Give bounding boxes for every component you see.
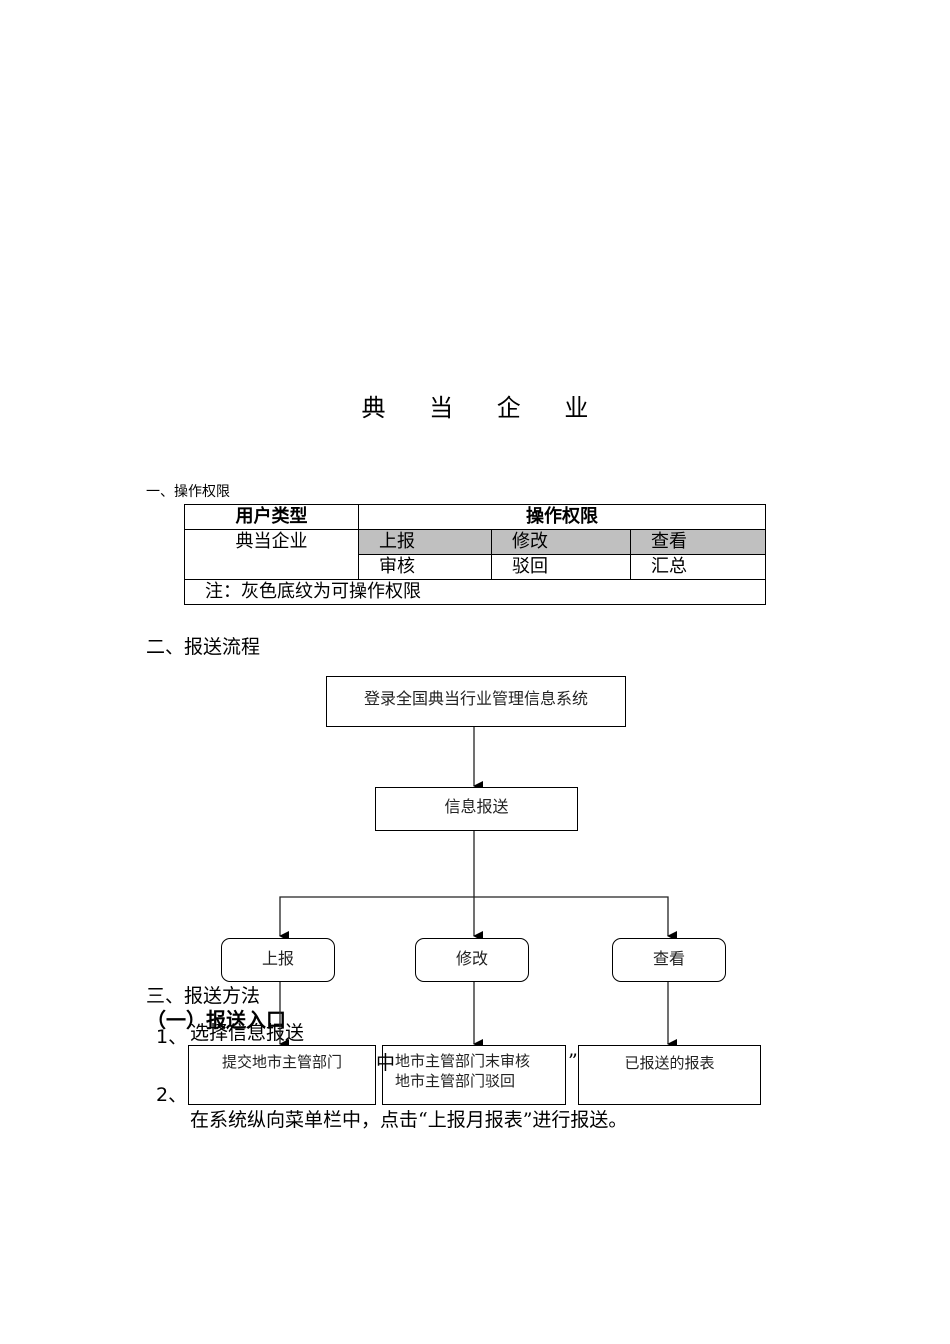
permission-cell: 查看 — [630, 529, 766, 555]
item-2-text: 在系统纵向菜单栏中，点击“上报月报表”进行报送。 — [190, 1109, 628, 1131]
item-1-text: 选择信息报送 — [190, 1022, 305, 1044]
section-heading-method: 三、报送方法 — [146, 985, 261, 1007]
item-1-number: 1、 — [156, 1026, 188, 1048]
permissions-table: 用户类型 操作权限 典当企业 上报 修改 查看 审核 驳回 汇总 注：灰色底纹为… — [184, 504, 766, 605]
table-note: 注：灰色底纹为可操作权限 — [184, 579, 766, 605]
flow-box-submit-result-label: 提交地市主管部门 — [221, 1053, 342, 1071]
flow-box-info-report: 信息报送 — [375, 787, 578, 831]
permission-cell: 驳回 — [491, 554, 631, 580]
item-1-fragment: 中 — [376, 1052, 396, 1074]
permission-cell: 上报 — [358, 529, 492, 555]
flow-box-view-result-label: 已报送的报表 — [624, 1054, 715, 1072]
flow-box-modify-result: 地市主管部门末审核 地市主管部门驳回 — [382, 1045, 566, 1105]
flow-box-view: 查看 — [612, 938, 726, 982]
subheading-entry: （一）报送入口 — [146, 1008, 286, 1032]
table-header-row: 用户类型 操作权限 — [184, 504, 766, 530]
page-title: 典 当 企 业 — [361, 394, 607, 422]
flow-box-modify: 修改 — [415, 938, 529, 982]
connector-branch-left — [279, 896, 474, 941]
flow-box-login: 登录全国典当行业管理信息系统 — [326, 676, 626, 727]
flow-box-view-result: 已报送的报表 — [578, 1045, 761, 1105]
permission-cell: 汇总 — [630, 554, 766, 580]
flow-box-submit-label: 上报 — [261, 949, 294, 968]
flow-box-modify-result-line1: 地市主管部门末审核 — [395, 1052, 531, 1070]
connector-branch-right — [474, 896, 677, 941]
section-heading-permissions: 一、操作权限 — [146, 484, 230, 500]
item-2-number: 2、 — [156, 1084, 188, 1106]
flow-box-login-label: 登录全国典当行业管理信息系统 — [363, 689, 588, 708]
header-permissions: 操作权限 — [358, 504, 766, 530]
table-note-row: 注：灰色底纹为可操作权限 — [184, 579, 766, 605]
flow-box-modify-result-line2: 地市主管部门驳回 — [395, 1072, 516, 1090]
flow-box-info-report-label: 信息报送 — [444, 797, 509, 816]
table-row: 典当企业 上报 修改 查看 — [184, 529, 766, 580]
flow-box-view-label: 查看 — [652, 949, 685, 968]
flow-box-modify-label: 修改 — [455, 949, 488, 968]
item-1-fragment-quote: ” — [568, 1050, 578, 1072]
section-heading-flow: 二、报送流程 — [146, 636, 261, 658]
flow-box-submit-result: 提交地市主管部门 — [188, 1045, 376, 1105]
permission-cell: 修改 — [491, 529, 631, 555]
flow-box-submit: 上报 — [221, 938, 335, 982]
